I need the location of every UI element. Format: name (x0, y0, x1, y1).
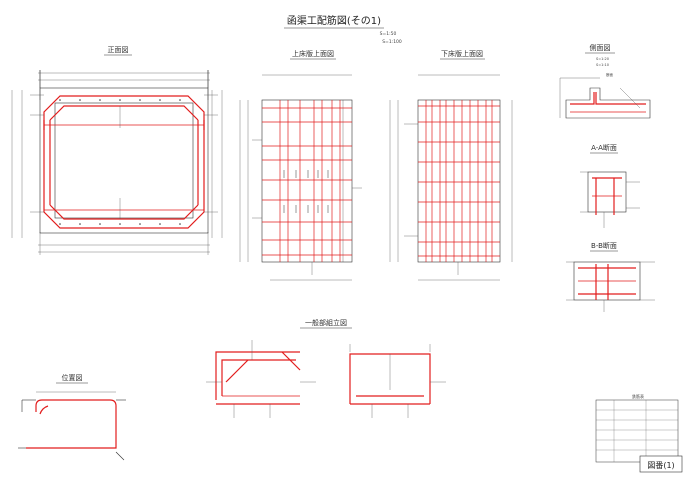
front-view-callouts (30, 94, 218, 219)
lower-plan-title: 下床版上面図 (441, 49, 483, 58)
title-block: 函渠工配筋図(その1) S=1:50 S=1:100 (284, 14, 402, 45)
side-scale-1: S=1:20 (596, 57, 609, 61)
front-view: 正面図 (11, 46, 223, 255)
detail-view: 位置図 (18, 373, 126, 461)
side-section-label: 断面 (606, 72, 614, 77)
detail-title: 位置図 (62, 373, 83, 382)
drawing-number: 図番(1) (647, 460, 674, 470)
scale-label-1: S=1:50 (380, 31, 397, 37)
rebar-table: 鉄筋表 (595, 393, 679, 463)
section-a-title: A-A断面 (591, 143, 617, 152)
front-view-bar-dots (59, 99, 181, 225)
front-view-rebar (43, 95, 205, 229)
table-title: 鉄筋表 (632, 393, 644, 399)
side-view: 側面図 S=1:20 S=1:10 断面 (559, 43, 651, 119)
side-view-title: 側面図 (590, 43, 611, 52)
lower-plan-rebar (418, 100, 500, 262)
drawing-stamp: 図番(1) (639, 455, 683, 473)
assembly-title: 一般部組立図 (305, 318, 347, 327)
section-a: A-A断面 (580, 143, 640, 228)
sheet-title: 函渠工配筋図(その1) (287, 14, 381, 27)
section-b-title: B-B断面 (591, 241, 617, 250)
side-scale-2: S=1:10 (596, 63, 609, 67)
upper-plan-ticks (283, 170, 329, 213)
upper-plan-title: 上床版上面図 (292, 49, 334, 58)
assembly-view: 一般部組立図 (206, 318, 446, 418)
front-view-title: 正面図 (108, 46, 129, 54)
upper-slab-plan: 上床版上面図 (239, 49, 362, 281)
scale-label-2: S=1:100 (382, 39, 402, 45)
upper-plan-rebar (262, 100, 352, 262)
section-b: B-B断面 (566, 241, 655, 312)
lower-slab-plan: 下床版上面図 (389, 49, 513, 281)
